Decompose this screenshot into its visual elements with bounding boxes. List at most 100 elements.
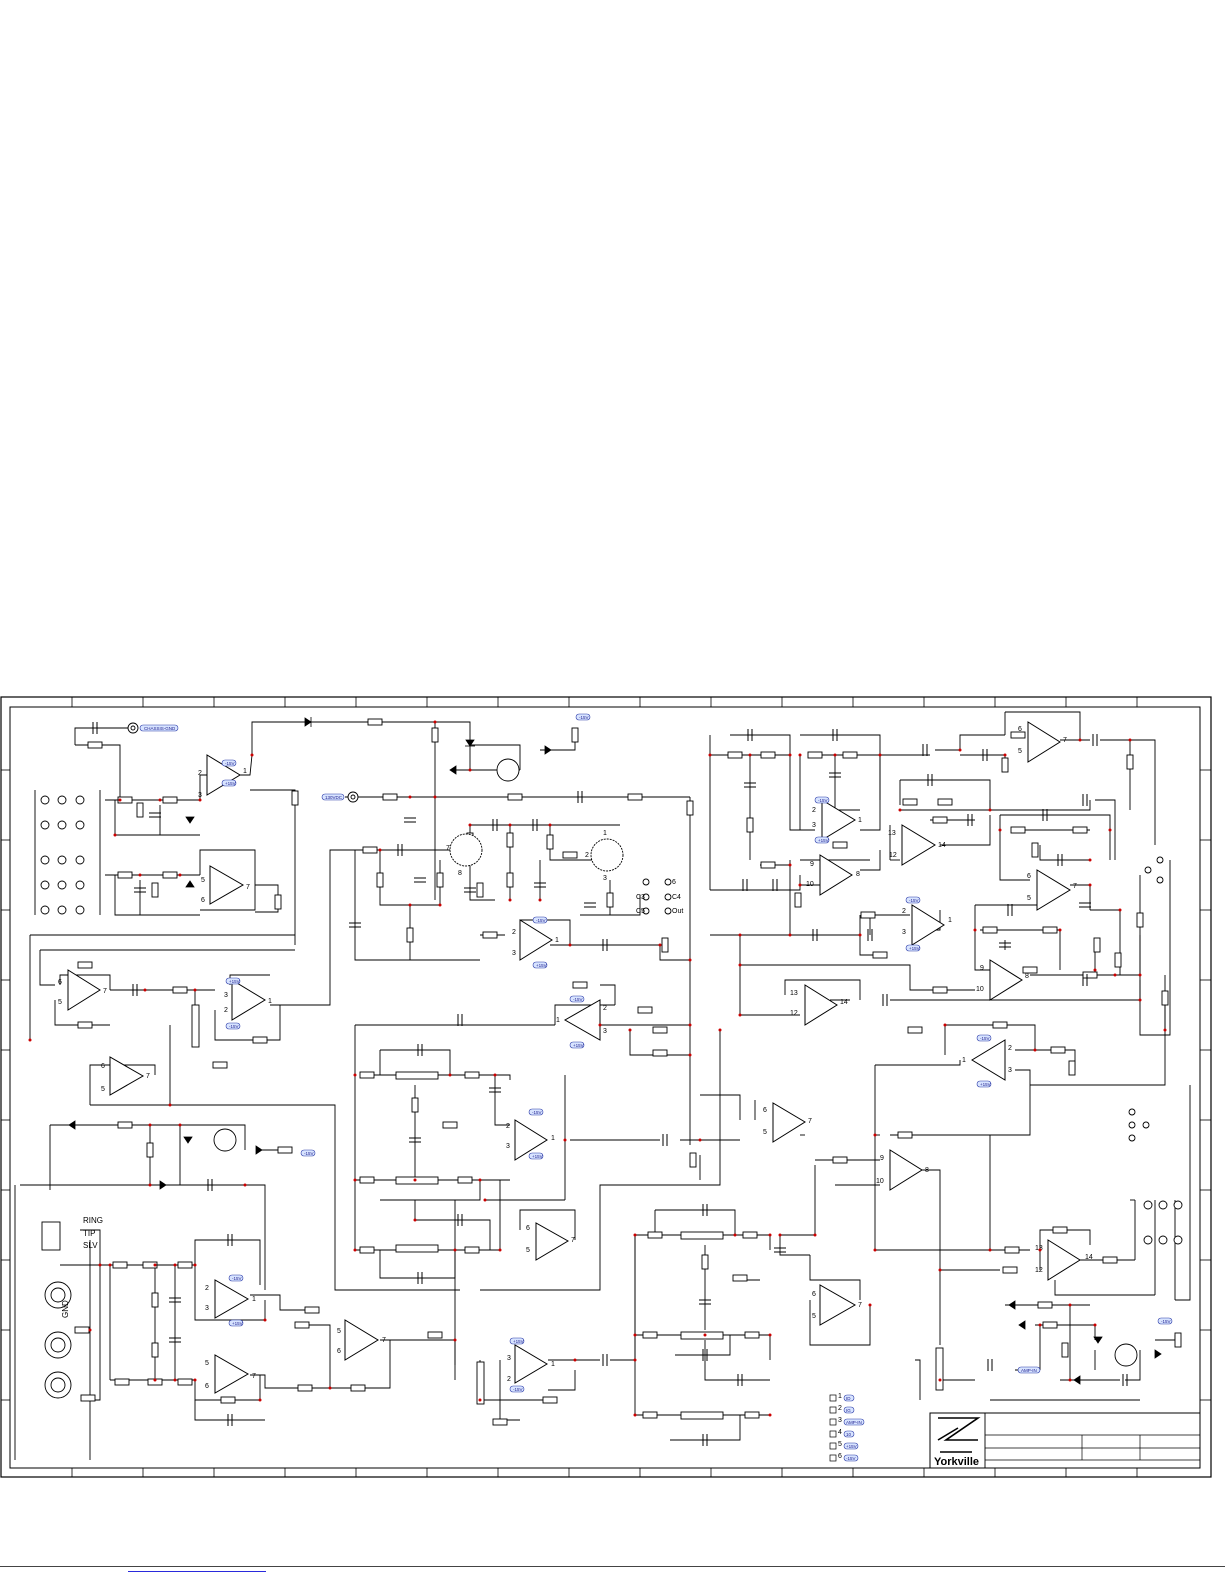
svg-text:8: 8 [458,870,462,877]
svg-text:14: 14 [938,842,946,849]
input-jack-labels: RING TIP SLV GND [61,1216,103,1318]
title-block: Yorkville [929,1412,1201,1469]
wiring [14,711,1191,1460]
svg-text:1: 1 [551,1361,555,1368]
svg-text:-15V: -15V [818,798,828,803]
svg-text:IG: IG [846,1408,851,1413]
svg-text:7: 7 [571,1237,575,1244]
svg-text:-15V: -15V [304,1151,314,1156]
opamp-u14a [889,1149,923,1191]
opamp-u8b [819,1284,857,1326]
svg-text:9: 9 [810,861,814,868]
svg-text:6: 6 [812,1291,816,1298]
svg-text:-15V: -15V [573,997,583,1002]
svg-text:6: 6 [1018,726,1022,733]
opamp-u4a [519,919,553,961]
svg-text:3: 3 [812,822,816,829]
opamp-u6b [214,1354,250,1394]
svg-text:CHASSIS-GND: CHASSIS-GND [144,726,176,731]
footer-link-underline[interactable] [128,1571,266,1572]
svg-text:2: 2 [1008,1045,1012,1052]
svg-text:-15V: -15V [513,1387,523,1392]
svg-text:7: 7 [1063,737,1067,744]
svg-text:3: 3 [224,992,228,999]
svg-text:10: 10 [846,1432,852,1437]
legend-row: 4 10 [829,1429,855,1438]
svg-text:TIP: TIP [83,1229,95,1238]
opamp-u5b [535,1222,569,1261]
svg-text:3: 3 [838,1417,842,1424]
svg-text:7: 7 [146,1073,150,1080]
svg-text:8: 8 [1025,973,1029,980]
svg-text:2: 2 [812,807,816,814]
svg-text:2: 2 [205,1285,209,1292]
svg-text:2: 2 [838,1405,842,1412]
svg-text:12: 12 [1035,1267,1043,1274]
opamp-u12b [1036,869,1071,911]
svg-text:C5: C5 [636,908,645,915]
svg-text:7: 7 [1073,883,1077,890]
legend-row: 6 -15V [829,1453,859,1462]
svg-text:2: 2 [224,1007,228,1014]
svg-text:10: 10 [876,1178,884,1185]
svg-text:+15V: +15V [225,781,236,786]
svg-text:7: 7 [858,1302,862,1309]
svg-text:6: 6 [205,1383,209,1390]
svg-text:1: 1 [556,1017,560,1024]
svg-text:7: 7 [252,1373,256,1380]
slide-pots [191,1004,944,1420]
net-tags [139,713,1173,1393]
svg-text:1: 1 [948,917,952,924]
svg-text:6: 6 [337,1348,341,1355]
svg-text:4: 4 [838,1429,842,1436]
svg-text:-15V: -15V [1161,1319,1171,1324]
junction-dots [28,720,1167,1417]
svg-text:+15V: +15V [980,1082,991,1087]
brand-name: Yorkville [934,1456,979,1468]
svg-text:5: 5 [812,1313,816,1320]
svg-text:2: 2 [902,908,906,915]
opamp-u12a [1027,721,1061,763]
svg-text:2: 2 [585,852,589,859]
svg-text:1: 1 [551,1135,555,1142]
svg-text:3: 3 [507,1355,511,1362]
svg-text:+15V: +15V [909,946,920,951]
tube-connector-labels: C3 C4 C5 Out 6 [636,879,683,915]
svg-text:-15V: -15V [225,761,235,766]
svg-text:+15V: +15V [846,1444,857,1449]
diodes [68,717,1162,1385]
svg-text:8: 8 [856,871,860,878]
svg-text:5: 5 [1018,748,1022,755]
power-legend: 1 ID 2 IG 3 AMP-IN 4 10 5 +15V [829,1393,865,1462]
svg-text:+15V: +15V [818,838,829,843]
pin-numbers: 231 567 657 321 657 231 231 231 657 231 … [58,726,1093,1390]
svg-text:-15V: -15V [536,918,546,923]
opamp-u2a [67,969,101,1011]
svg-text:-15V: -15V [229,1024,239,1029]
svg-text:5: 5 [205,1360,209,1367]
svg-text:6: 6 [58,979,62,986]
svg-text:6: 6 [1027,873,1031,880]
svg-text:-15V: -15V [232,1276,242,1281]
svg-text:ID: ID [846,1396,851,1401]
footer-rule [0,1566,1225,1567]
svg-text:5: 5 [337,1328,341,1335]
svg-text:130VDC: 130VDC [325,795,343,800]
svg-text:14: 14 [840,999,848,1006]
svg-text:3: 3 [506,1143,510,1150]
opamp-u2b [231,979,266,1021]
net-tag-labels: -15V +15V +15V -15V -15V +15V -15V +15V … [144,715,1171,1392]
svg-text:2: 2 [507,1376,511,1383]
svg-text:RING: RING [83,1216,103,1225]
svg-text:3: 3 [902,929,906,936]
opamp-u13a [989,959,1023,1001]
svg-text:3: 3 [603,1028,607,1035]
opamp-u4b [563,999,601,1041]
svg-text:3: 3 [512,950,516,957]
svg-text:7: 7 [246,884,250,891]
svg-text:5: 5 [58,999,62,1006]
svg-text:+15V: +15V [229,979,240,984]
svg-text:1: 1 [838,1393,842,1400]
opamp-u9b [819,854,853,896]
